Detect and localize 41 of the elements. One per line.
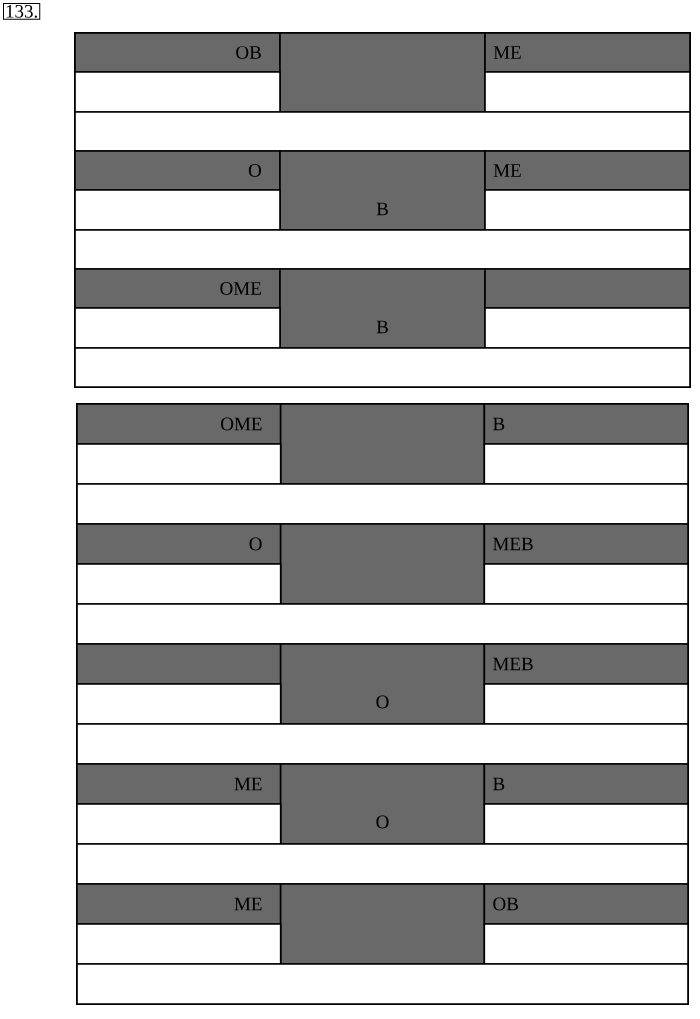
letter-bar: O — [74, 150, 281, 191]
letter-bar: OB — [483, 883, 689, 925]
answer-box — [484, 307, 691, 349]
letter-bar: ME — [76, 763, 282, 805]
letter-bar: OME — [74, 268, 281, 309]
letter-bar: O — [76, 523, 282, 565]
center-block: O — [279, 643, 486, 725]
center-block — [279, 883, 486, 965]
center-block — [279, 403, 486, 485]
letter-bar: OB — [74, 32, 281, 73]
answer-box — [76, 923, 282, 965]
letter-bar: MEB — [483, 643, 689, 685]
letter-bar: ME — [484, 150, 691, 191]
answer-box — [74, 71, 281, 113]
answer-box — [74, 189, 281, 231]
letter-bar: ME — [484, 32, 691, 73]
answer-box — [76, 563, 282, 605]
center-block — [279, 523, 486, 605]
center-block: B — [279, 268, 486, 349]
answer-box — [483, 563, 689, 605]
answer-box — [76, 683, 282, 725]
answer-box — [483, 443, 689, 485]
answer-box — [483, 803, 689, 845]
center-block — [279, 32, 486, 113]
letter-bar: OME — [76, 403, 282, 445]
answer-box — [76, 443, 282, 485]
center-block: B — [279, 150, 486, 231]
answer-box — [484, 71, 691, 113]
answer-box — [483, 923, 689, 965]
letter-bar: B — [483, 403, 689, 445]
problem-number: 133. — [3, 3, 41, 20]
center-block: O — [279, 763, 486, 845]
letter-bar: MEB — [483, 523, 689, 565]
answer-box — [484, 189, 691, 231]
answer-box — [76, 803, 282, 845]
letter-bar — [484, 268, 691, 309]
letter-bar — [76, 643, 282, 685]
answer-box — [483, 683, 689, 725]
answer-box — [74, 307, 281, 349]
letter-bar: ME — [76, 883, 282, 925]
letter-bar: B — [483, 763, 689, 805]
